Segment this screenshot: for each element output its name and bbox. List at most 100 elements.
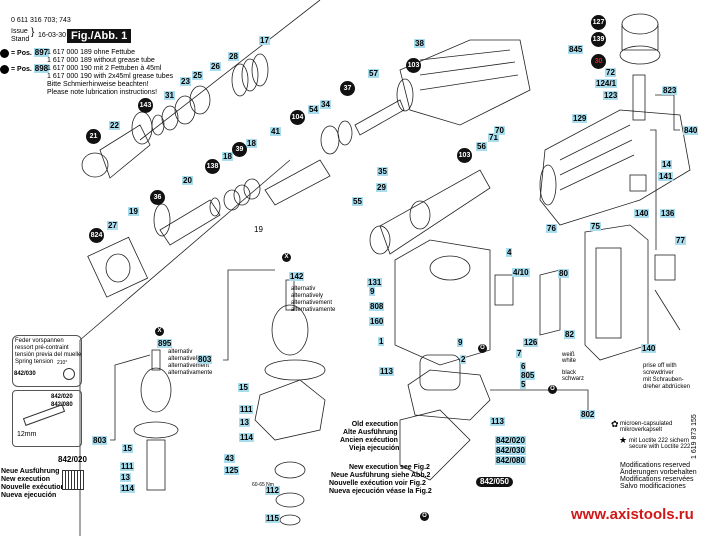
part-label: 111 bbox=[239, 405, 254, 414]
new-execution-text: Nouvelle exécution bbox=[1, 484, 65, 491]
part-label: 26 bbox=[210, 62, 221, 71]
lube-line: 1 617 000 189 ohne Fettube bbox=[47, 49, 135, 56]
issue-date: 16-03-30 bbox=[38, 32, 67, 39]
torque-value: 60-65 Nm bbox=[252, 482, 274, 488]
screw-icon bbox=[22, 404, 66, 426]
part-label: 23 bbox=[180, 77, 191, 86]
part-label: 113 bbox=[490, 417, 505, 426]
part-label: 9 bbox=[369, 287, 376, 296]
part-label: 71 bbox=[488, 133, 499, 142]
new-execution-note: New execution see Fig.2 bbox=[349, 464, 430, 471]
callout-circle: 143 bbox=[138, 98, 153, 113]
inset-screw: 842/020 842/080 12mm bbox=[12, 390, 82, 447]
old-execution-text: Ancien exécution bbox=[340, 437, 398, 444]
part-label: 19 bbox=[254, 225, 263, 234]
part-label: 25 bbox=[192, 71, 203, 80]
part-label: 18 bbox=[246, 139, 257, 148]
doc-number: 1 619 873 155 bbox=[691, 414, 698, 459]
part-label: 72 bbox=[605, 68, 616, 77]
callout-circle: 104 bbox=[290, 110, 305, 125]
part-label: 17 bbox=[259, 36, 270, 45]
o-marker-icon: O bbox=[420, 512, 429, 521]
part-label: 15 bbox=[238, 383, 249, 392]
part-label: 5 bbox=[520, 380, 527, 389]
part-label: 802 bbox=[580, 410, 596, 419]
part-label: 115 bbox=[265, 514, 280, 523]
part-label: 123 bbox=[603, 91, 619, 100]
part-label: 129 bbox=[572, 114, 588, 123]
part-label: 141 bbox=[658, 172, 674, 181]
part-label: 76 bbox=[546, 224, 557, 233]
part-label: 56 bbox=[476, 142, 487, 151]
lube-line: Bitte Schmierhinweise beachten! bbox=[47, 81, 149, 88]
part-label: 131 bbox=[367, 278, 383, 287]
part-label: 803 bbox=[92, 436, 108, 445]
new-execution-text: Neue Ausführung bbox=[1, 468, 60, 475]
part-label: 140 bbox=[641, 344, 657, 353]
o-marker-icon: O bbox=[548, 385, 557, 394]
part-label: 13 bbox=[120, 473, 131, 482]
spring-icon bbox=[63, 368, 75, 380]
part-label: 80 bbox=[558, 269, 569, 278]
part-label: 7 bbox=[516, 349, 523, 358]
o-marker-icon: O bbox=[478, 344, 487, 353]
black-dot-icon bbox=[0, 64, 9, 74]
figure-title: Fig./Abb. 1 bbox=[67, 29, 132, 43]
part-label: 136 bbox=[660, 209, 676, 218]
part-label: 808 bbox=[369, 302, 385, 311]
part-label: 805 bbox=[520, 371, 536, 380]
part-label: 9 bbox=[457, 338, 464, 347]
flower-icon: ✿ bbox=[611, 419, 619, 429]
callout-circle: 127 bbox=[591, 15, 606, 30]
issue-label: Issue bbox=[11, 28, 28, 35]
website-link[interactable]: www.axistools.ru bbox=[571, 506, 694, 523]
part-label: 29 bbox=[376, 183, 387, 192]
part-label: 18 bbox=[222, 152, 233, 161]
callout-circle: 37 bbox=[340, 81, 355, 96]
callout-circle: 30 bbox=[591, 54, 606, 69]
part-label: 842/020 bbox=[495, 436, 526, 445]
callout-circle: 824 bbox=[89, 228, 104, 243]
part-label: 15 bbox=[122, 444, 133, 453]
brace: } bbox=[31, 27, 35, 38]
part-label: 43 bbox=[224, 454, 235, 463]
part-label: 140 bbox=[634, 209, 650, 218]
inset-new-part: 842/020 bbox=[58, 455, 87, 464]
part-label: 35 bbox=[377, 167, 388, 176]
old-execution-text: Vieja ejecución bbox=[349, 445, 400, 452]
part-label: 2 bbox=[460, 355, 467, 364]
part-label: 1 bbox=[378, 337, 385, 346]
part-label: 114 bbox=[239, 433, 254, 442]
new-execution-note: Nueva ejecución véase la Fig.2 bbox=[329, 488, 432, 495]
part-label: 22 bbox=[109, 121, 120, 130]
part-label: 124/1 bbox=[595, 79, 618, 88]
callout-circle: 138 bbox=[205, 159, 220, 174]
new-execution-note: Nouvelle exécution voir Fig.2 bbox=[329, 480, 426, 487]
lube-line: Please note lubrication instructions! bbox=[47, 89, 158, 96]
new-execution-text: Nueva ejecución bbox=[1, 492, 57, 499]
part-label: 54 bbox=[308, 105, 319, 114]
part-label: 41 bbox=[270, 127, 281, 136]
x-marker-icon: X bbox=[155, 327, 164, 336]
part-label: 840 bbox=[683, 126, 699, 135]
part-label: 114 bbox=[120, 484, 135, 493]
new-execution-text: New execution bbox=[1, 476, 51, 483]
lube-pos-1: = Pos. 897 bbox=[0, 48, 50, 58]
part-label: 34 bbox=[320, 100, 331, 109]
part-label: 160 bbox=[369, 317, 385, 326]
old-execution-text: Old execution bbox=[351, 421, 398, 428]
part-label: 77 bbox=[675, 236, 686, 245]
black-dot-icon bbox=[0, 48, 9, 58]
part-label: 4/10 bbox=[512, 268, 530, 277]
part-label: 75 bbox=[590, 222, 601, 231]
part-label: 38 bbox=[414, 39, 425, 48]
lube-line: 1 617 000 190 with 2x45ml grease tubes bbox=[47, 73, 174, 80]
old-execution-text: Alte Ausführung bbox=[343, 429, 398, 436]
